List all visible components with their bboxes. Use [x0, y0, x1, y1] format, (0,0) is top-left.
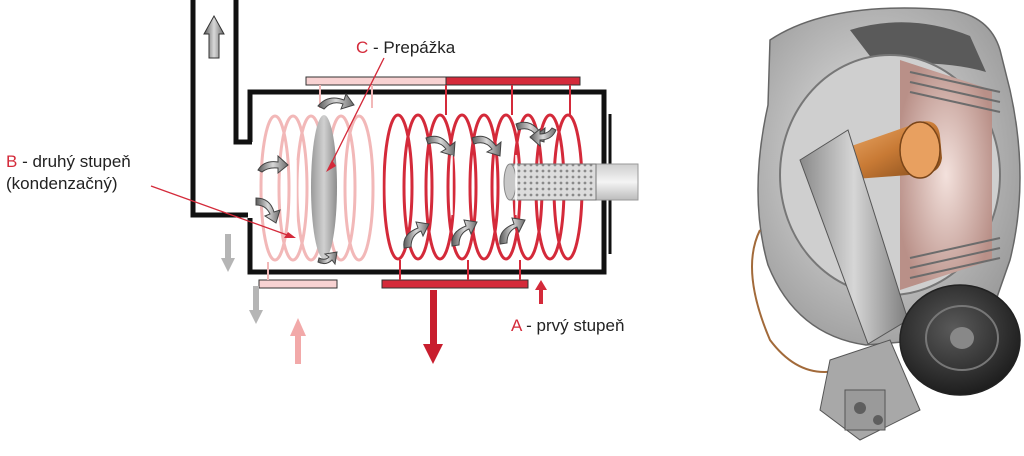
label-b-second-stage: B - druhý stupeň: [6, 152, 131, 172]
label-a-first-stage: A - prvý stupeň: [511, 316, 624, 336]
condensate-arrow-gray-left: [221, 234, 235, 272]
flow-outlet-arrow: [423, 290, 443, 364]
collector-bottom-left: [258, 279, 338, 289]
collector-bottom-right: [381, 279, 529, 289]
label-pointers: [150, 57, 385, 237]
flow-risers: [399, 85, 571, 280]
label-c-text: - Prepážka: [368, 38, 456, 57]
coil-flow-markers: [295, 130, 517, 240]
boiler-cutaway-illustration: [751, 7, 1021, 441]
label-b-text: - druhý stupeň: [17, 152, 131, 171]
second-stage-coils: [259, 114, 375, 262]
burner: [503, 163, 639, 201]
partition-disc: [311, 115, 337, 259]
gas-flow-arrows: [255, 92, 557, 266]
label-a-text: - prvý stupeň: [521, 316, 625, 335]
label-c-letter: C: [356, 38, 369, 57]
label-pointer-head-b: [284, 232, 296, 238]
label-b-second-line: (kondenzačný): [6, 174, 118, 193]
first-stage-pointer: [535, 280, 547, 304]
flow-collector-top: [445, 76, 581, 86]
label-pointer-head-c: [326, 160, 336, 172]
external-arrows: [221, 234, 547, 364]
flue-pipe: [190, 0, 252, 218]
label-b-letter: B: [6, 152, 18, 171]
return-collector-top: [305, 76, 447, 86]
condensate-arrow-gray-right: [249, 286, 263, 324]
label-c-partition: C - Prepážka: [356, 38, 455, 58]
return-inlet-arrow: [290, 318, 306, 364]
label-a-letter: A: [511, 316, 522, 335]
flue-exhaust-arrow: [203, 14, 225, 59]
